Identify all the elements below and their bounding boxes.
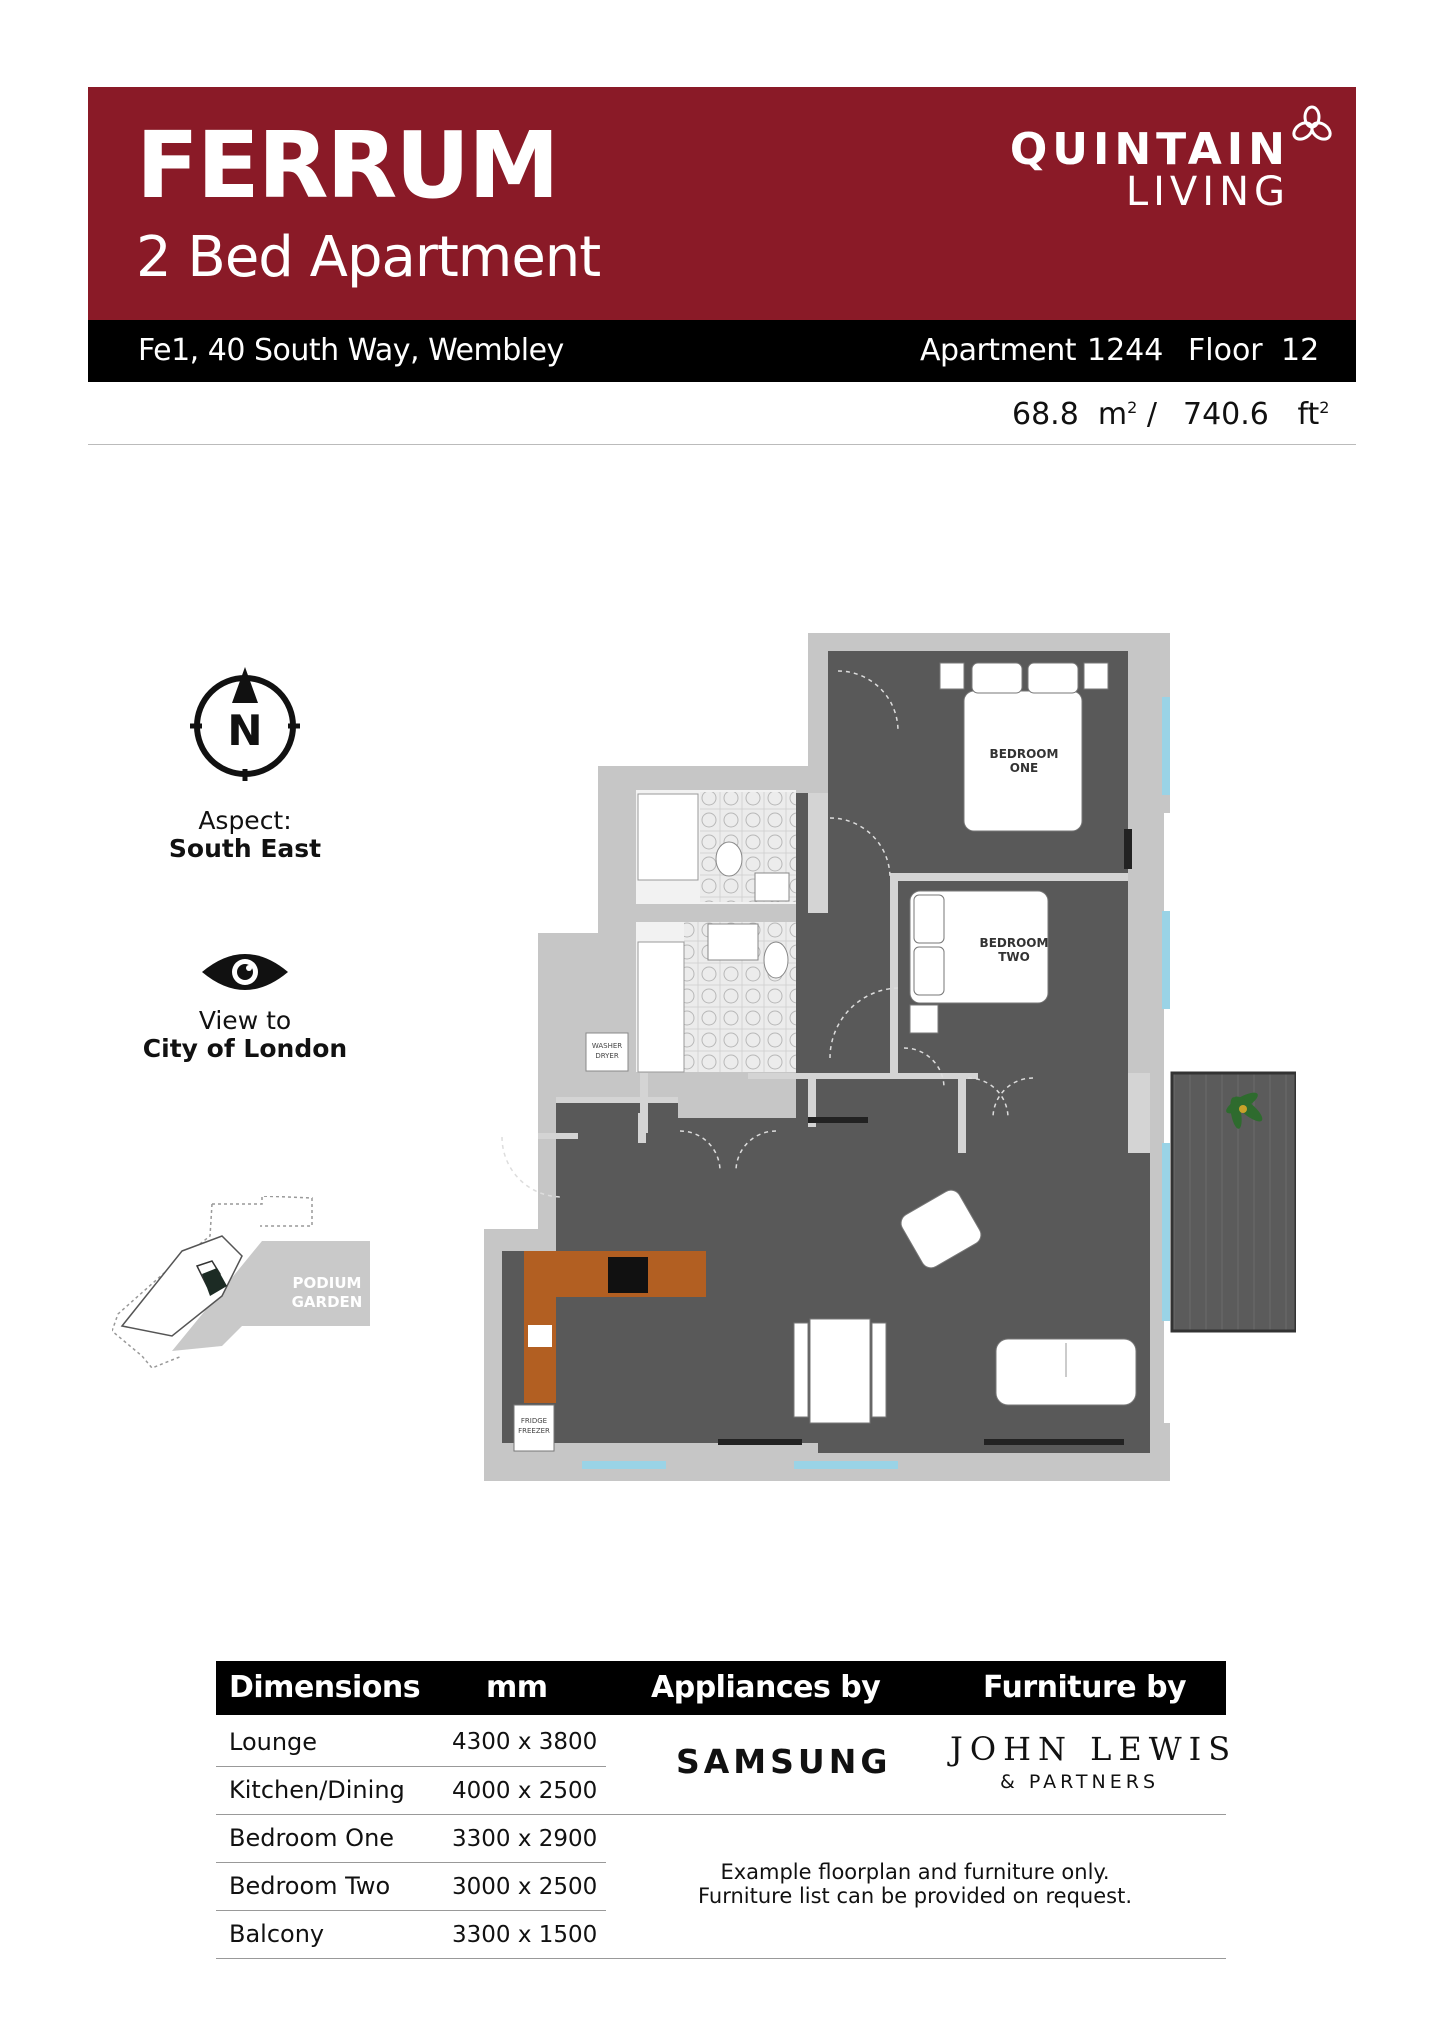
- disclaimer-line1: Example floorplan and furniture only.: [720, 1860, 1110, 1884]
- basin-two: [707, 923, 759, 961]
- washer-label-2: DRYER: [595, 1052, 619, 1060]
- bath-tub-two: [637, 941, 685, 1073]
- table-row-label: Lounge: [229, 1728, 318, 1756]
- header-dimensions: Dimensions: [229, 1670, 421, 1705]
- kitchen-counter: [524, 1251, 706, 1403]
- address: Fe1, 40 South Way, Wembley: [138, 333, 564, 368]
- quintain-logo-icon: [1292, 105, 1332, 141]
- washer-dryer: [585, 1032, 629, 1072]
- table-row-label: Kitchen/Dining: [229, 1776, 405, 1804]
- view-label: View to: [198, 1006, 292, 1035]
- apartment-number: 1244: [1087, 333, 1164, 368]
- dining-table: [809, 1318, 871, 1424]
- table-row-value: 3300 x 1500: [452, 1922, 598, 1948]
- area-square-feet: 740.6 ft2: [1183, 397, 1330, 432]
- floor-label: Floor: [1188, 333, 1263, 368]
- toilet-one: [715, 841, 743, 877]
- armchair: [900, 1189, 982, 1269]
- table-row-value: 4300 x 3800: [452, 1729, 598, 1755]
- view-eye-icon: [202, 954, 288, 990]
- header-furniture: Furniture by: [983, 1670, 1187, 1705]
- bedroom-one-label-2: ONE: [1010, 761, 1038, 775]
- bedroom-one-bed: [963, 690, 1083, 832]
- aspect-label: Aspect:: [198, 806, 292, 835]
- sink: [528, 1325, 552, 1347]
- john-lewis-logo: JOHN LEWIS: [950, 1730, 1238, 1768]
- fridge-freezer: [513, 1404, 555, 1452]
- development-title: FERRUM: [136, 112, 560, 219]
- internal-walls: [538, 793, 1150, 1153]
- table-row-value: 3000 x 2500: [452, 1874, 598, 1900]
- header-appliances: Appliances by: [651, 1670, 881, 1705]
- floor-plan: WASHER DRYER BEDROOM ONE BEDROOM TWO FRI…: [484, 633, 1296, 1481]
- table-row-label: Bedroom One: [229, 1824, 395, 1852]
- table-row-value: 4000 x 2500: [452, 1778, 598, 1804]
- table-row-label: Balcony: [229, 1920, 325, 1948]
- table-header-bar: [216, 1661, 1226, 1715]
- key-plan-label-1: PODIUM: [293, 1274, 362, 1292]
- key-plan-diagram: PODIUM GARDEN: [112, 1196, 370, 1368]
- compass-letter: N: [227, 706, 262, 755]
- bedroom-one-label-1: BEDROOM: [990, 747, 1059, 761]
- samsung-logo: SAMSUNG: [676, 1742, 892, 1781]
- basin-one: [754, 872, 790, 902]
- toilet-two: [763, 941, 789, 979]
- fridge-label-1: FRIDGE: [521, 1417, 547, 1425]
- john-lewis-partners: & PARTNERS: [1000, 1771, 1160, 1793]
- washer-label-1: WASHER: [592, 1042, 622, 1050]
- bedroom-two-label-2: TWO: [998, 950, 1030, 964]
- bedroom-two-label-1: BEDROOM: [980, 936, 1049, 950]
- windows: [582, 697, 1170, 1469]
- key-plan-label-2: GARDEN: [292, 1293, 363, 1311]
- apartment-type: 2 Bed Apartment: [136, 225, 601, 290]
- bath-tub-one: [637, 793, 699, 881]
- floor-number: 12: [1281, 333, 1320, 368]
- apartment-label: Apartment: [920, 333, 1077, 368]
- north-compass-icon: N: [190, 667, 300, 781]
- hob: [608, 1257, 648, 1293]
- table-row-label: Bedroom Two: [229, 1872, 391, 1900]
- fridge-label-2: FREEZER: [518, 1427, 550, 1435]
- radiators: [718, 829, 1132, 1445]
- disclaimer-line2: Furniture list can be provided on reques…: [697, 1884, 1132, 1908]
- row-divider: [216, 1910, 606, 1911]
- row-divider: [216, 1862, 606, 1863]
- brand-name-line2: LIVING: [1125, 169, 1290, 215]
- header-banner: [88, 87, 1356, 320]
- aspect-value: South East: [168, 834, 322, 863]
- area-square-metres: 68.8 m2 /: [1012, 397, 1157, 432]
- row-divider: [216, 1766, 606, 1767]
- brand-name-line1: QUINTAIN: [1009, 124, 1290, 175]
- header-mm: mm: [486, 1670, 548, 1705]
- table-row-value: 3300 x 2900: [452, 1826, 598, 1852]
- view-value: City of London: [142, 1034, 348, 1063]
- door-swings: [501, 670, 1034, 1198]
- table-bottom-rule: [216, 1958, 1226, 1959]
- address-bar: [88, 320, 1356, 382]
- row-divider: [216, 1814, 1226, 1815]
- header-divider: [88, 444, 1356, 445]
- plant-icon: [1226, 1092, 1263, 1129]
